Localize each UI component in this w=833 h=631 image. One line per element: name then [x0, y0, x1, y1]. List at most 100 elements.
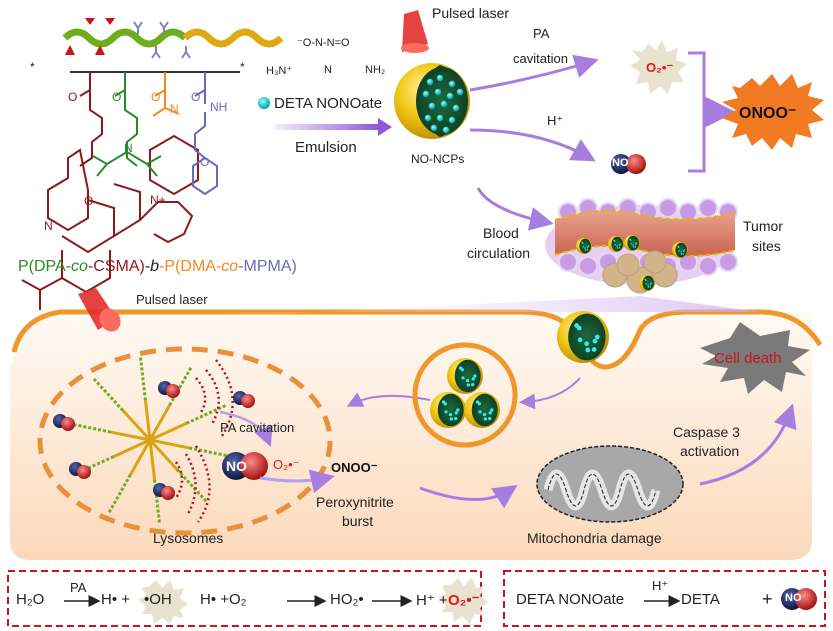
- polymer-name-part: -: [144, 258, 151, 275]
- cell-death-star: [700, 322, 810, 394]
- mpma-markers: [133, 21, 191, 59]
- laser-cone-cell: [78, 288, 121, 332]
- eq-plus: +: [762, 589, 773, 609]
- superoxide-star: [630, 40, 687, 94]
- onoo-label-cell: ONOO⁻: [331, 460, 378, 475]
- csma-carbonyl-label: O: [68, 90, 78, 104]
- no-molecule-small: [69, 462, 91, 479]
- endosome-nanoparticle: [430, 392, 466, 428]
- micelle-arm-core: [148, 439, 157, 480]
- circulation-arrow: [476, 187, 554, 231]
- lysosomes-label: Lysosomes: [153, 530, 224, 546]
- pulsed-laser-label-top: Pulsed laser: [432, 5, 510, 21]
- polymer-name: P(DPA-co-CSMA)-b-P(DMA-co-MPMA): [18, 258, 297, 276]
- peroxynitrite-label: Peroxynitrite: [316, 494, 394, 510]
- dpa-n-label: N: [124, 141, 133, 155]
- tumor-cell: [718, 252, 738, 272]
- merge-bracket: [688, 51, 706, 173]
- cell-death-label: Cell death: [714, 350, 782, 367]
- oh-star: [138, 580, 188, 624]
- no-molecule-small: [158, 381, 180, 398]
- deta-nonoate-bead-icon: [258, 97, 270, 109]
- micelle-arm-shell: [175, 468, 209, 504]
- polymer-name-part: P(DPA-: [18, 258, 72, 275]
- micelle-arm-core: [121, 409, 152, 442]
- drug-bead: [434, 88, 442, 96]
- micelle-arm-shell: [168, 365, 194, 406]
- superoxide-label-cell: O₂•⁻: [273, 457, 300, 472]
- chain-end-left: *: [30, 60, 35, 74]
- nonoate-formula-top: ⁻O-N-N=O: [297, 37, 350, 49]
- onoo-arrow: [259, 469, 335, 494]
- mito-arrow: [419, 485, 518, 509]
- xanthene-o-label: O: [84, 194, 94, 208]
- emulsion-arrow-head: [378, 118, 392, 136]
- cavitation-label: cavitation: [513, 51, 568, 66]
- eq-superoxide: O₂•⁻: [448, 592, 480, 609]
- h-plus-arrow: [469, 128, 596, 162]
- endosome-nanoparticle: [464, 392, 500, 428]
- tumor-cell: [578, 256, 598, 276]
- micelle-arm-core: [149, 438, 190, 450]
- caspase-arrow: [699, 403, 797, 486]
- mitochondria-damage-label: Mitochondria damage: [527, 530, 662, 546]
- pa-label: PA: [533, 26, 550, 41]
- endosome: [412, 342, 518, 448]
- eq-no-label: NO: [785, 592, 802, 604]
- pa-waves: [174, 359, 234, 523]
- mpma-carbonyl-label: O: [191, 90, 201, 104]
- eq-deta: DETA: [681, 591, 720, 608]
- dma-n-label: N: [170, 102, 179, 116]
- chain-end-right: *: [240, 60, 245, 74]
- tumor-cell: [698, 256, 718, 276]
- morpholine-o-label: O: [200, 155, 210, 169]
- drug-bead: [426, 78, 434, 86]
- zoom-beam: [200, 296, 760, 318]
- pa-cavitation-label-cell: PA cavitation: [220, 420, 295, 435]
- drug-bead: [422, 90, 430, 98]
- eq-deta-nonoate: DETA NONOate: [516, 591, 625, 608]
- no-label-top: NO: [612, 157, 629, 169]
- to-lysosome-arrow: [346, 392, 431, 407]
- eq-h-plus-catalyst: H⁺: [652, 578, 669, 593]
- eq-h-radical: H• +: [101, 591, 131, 608]
- polymer-name-part: co: [71, 258, 88, 275]
- drug-bead: [428, 102, 436, 110]
- internalizing-nanoparticle: [557, 311, 609, 363]
- activation-label: activation: [680, 443, 740, 459]
- deta-nonoate-label: DETA NONOate: [274, 95, 383, 112]
- drug-bead: [452, 104, 460, 112]
- polymer-name-part: b: [150, 258, 160, 275]
- polymer-name-part: -P(DMA-: [159, 258, 222, 275]
- no-ncps-label: NO-NCPs: [411, 152, 465, 166]
- vessel-nanoparticle: [608, 236, 624, 252]
- pa-arrow: [469, 54, 599, 92]
- vessel-nanoparticle: [576, 238, 592, 254]
- polymer-ribbon-gold: [182, 28, 284, 48]
- laser-cone-top: [401, 10, 429, 53]
- mpma-nh-label: NH: [210, 100, 228, 114]
- no-molecule-top: [611, 154, 646, 174]
- tumor-cell: [558, 252, 578, 272]
- dma-carbonyl-label: O: [151, 90, 161, 104]
- nonoate-formula-right: NH₂: [365, 64, 386, 76]
- lysosome-membrane: [37, 346, 333, 536]
- equation-box-right: [503, 570, 826, 627]
- no-label-large: NO: [226, 458, 247, 474]
- eq-h2o: H₂O: [16, 591, 45, 608]
- burst-label: burst: [342, 513, 374, 529]
- no-molecule-small: [53, 414, 75, 431]
- caspase-label: Caspase 3: [673, 424, 740, 440]
- blood-label: Blood: [483, 225, 519, 241]
- micelle-arm-core: [149, 422, 188, 442]
- diethylamino-n-label: N: [44, 219, 53, 233]
- indolium-label: N+: [150, 193, 166, 207]
- no-molecule-eq: [781, 588, 817, 610]
- micelle-arm-shell: [188, 446, 234, 459]
- nonoate-formula-mid: N: [324, 64, 332, 76]
- polymer-name-part: co: [221, 258, 239, 275]
- tumor-vessel: [545, 198, 738, 294]
- superoxide-label: O₂•⁻: [646, 60, 674, 75]
- micelle-arm-shell: [185, 403, 228, 425]
